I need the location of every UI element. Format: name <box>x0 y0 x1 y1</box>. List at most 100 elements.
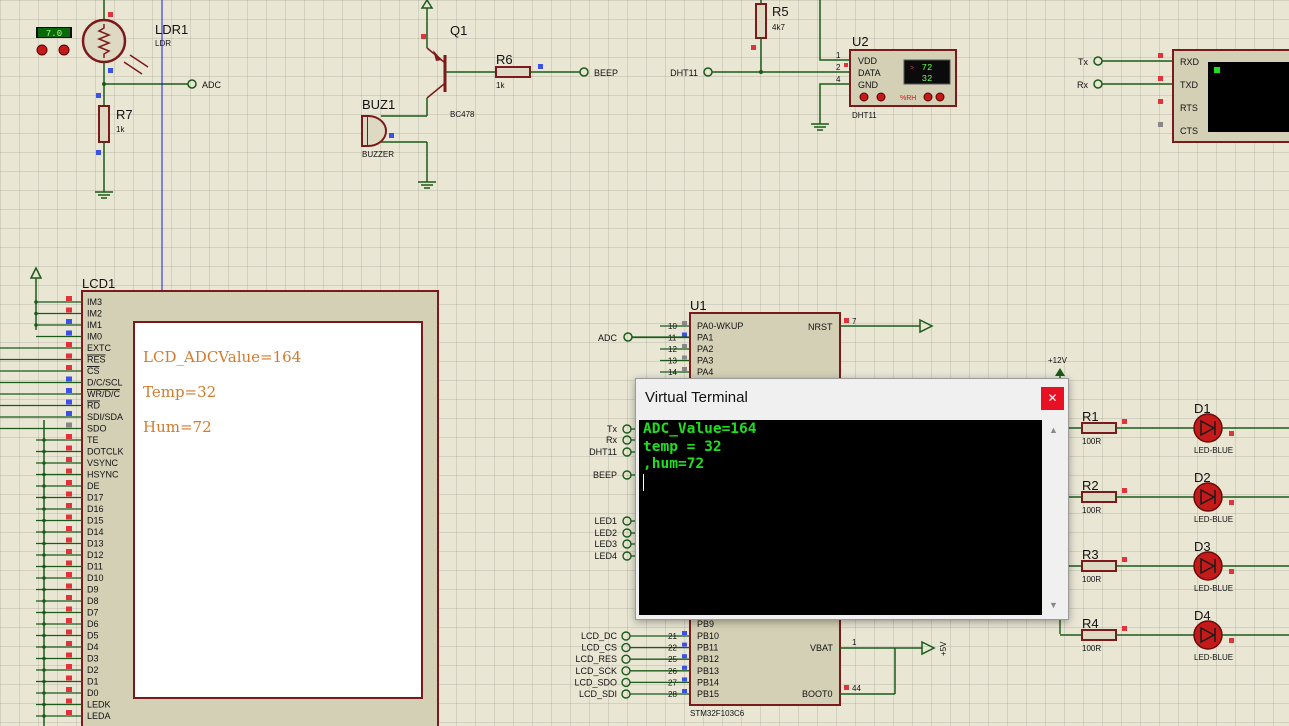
r5-resistor[interactable]: R5 4k7 <box>755 3 789 39</box>
svg-text:%RH: %RH <box>900 95 916 102</box>
lcd-net-label: LCD_SDO <box>574 677 617 687</box>
lcd-pin-label: D3 <box>87 654 99 664</box>
u1-pin-num: 10 <box>668 322 677 331</box>
svg-text:4k7: 4k7 <box>772 23 785 32</box>
svg-text:44: 44 <box>852 684 861 693</box>
lcd-pin-label: DE <box>87 481 100 491</box>
svg-text:1k: 1k <box>496 81 505 90</box>
lcd-pin-label: LEDK <box>87 700 111 710</box>
svg-text:RXD: RXD <box>1180 57 1200 67</box>
svg-text:7.0: 7.0 <box>46 29 62 39</box>
lcd-net-label: LCD_SCK <box>575 666 617 676</box>
u1-pin-num: 21 <box>668 632 677 641</box>
led-ref: D4 <box>1194 608 1211 623</box>
lcd-pin-label: IM1 <box>87 320 102 330</box>
u1-pin-num: 25 <box>668 655 677 664</box>
lcd-pin-label: D4 <box>87 642 99 652</box>
svg-text:R6: R6 <box>496 52 513 67</box>
serial-terminal-component[interactable]: RXD TXD RTS CTS <box>1158 49 1289 143</box>
svg-text:4: 4 <box>836 75 841 84</box>
led-diode[interactable] <box>1193 620 1223 650</box>
led-resistor[interactable] <box>1081 422 1117 434</box>
close-button[interactable]: ✕ <box>1041 387 1064 410</box>
u1-pin-name: PA2 <box>697 344 713 354</box>
lcd-pin-label: D14 <box>87 527 104 537</box>
lcd-pin-label: D13 <box>87 539 104 549</box>
svg-text:72: 72 <box>922 63 933 73</box>
led-diode[interactable] <box>1193 413 1223 443</box>
svg-text:7: 7 <box>852 317 857 326</box>
svg-text:LDR: LDR <box>155 39 171 48</box>
led-value: LED-BLUE <box>1194 653 1233 662</box>
lcd-pin-label: VSYNC <box>87 458 119 468</box>
svg-text:PB9: PB9 <box>697 619 714 629</box>
net-label: LED3 <box>594 539 617 549</box>
lcd-pin-label: D10 <box>87 573 104 583</box>
vertical-scrollbar[interactable]: ▲ ▼ <box>1043 420 1064 615</box>
svg-text:1: 1 <box>852 638 857 647</box>
resistor-ref: R4 <box>1082 616 1099 631</box>
q1-transistor[interactable]: Q1 BC478 <box>426 23 475 119</box>
terminal-line-1: ADC_Value=164 <box>643 421 757 437</box>
net-label: Rx <box>606 435 617 445</box>
u2-dht11-sensor[interactable]: 1 2 4 VDD DATA GND > 72 32 %RH U2 DHT11 <box>836 34 957 120</box>
led-ref: D1 <box>1194 401 1211 416</box>
lcd-pin-label: D7 <box>87 608 99 618</box>
svg-text:ADC: ADC <box>598 333 618 343</box>
lcd-pin-label: D11 <box>87 562 103 572</box>
resistor-ref: R3 <box>1082 547 1099 562</box>
buz1-buzzer[interactable]: BUZ1 BUZZER <box>361 97 395 159</box>
svg-text:>: > <box>910 65 914 72</box>
r6-resistor[interactable]: R6 1k <box>495 52 531 90</box>
svg-text:2: 2 <box>836 63 841 72</box>
led-value: LED-BLUE <box>1194 515 1233 524</box>
lcd-pin-label: IM3 <box>87 297 102 307</box>
svg-text:LDR1: LDR1 <box>155 22 188 37</box>
resistor-ref: R1 <box>1082 409 1099 424</box>
r7-resistor[interactable]: R7 1k <box>98 105 133 143</box>
lcd-pin-label: TE <box>87 435 99 445</box>
lcd-pin-label: D15 <box>87 516 104 526</box>
lcd-pin-label: D1 <box>87 677 99 687</box>
ldr1-sensor[interactable]: LDR1 LDR <box>81 0 188 75</box>
lcd-pin-label: WR/D/C <box>87 389 120 399</box>
scroll-up-icon[interactable]: ▲ <box>1049 425 1058 435</box>
scroll-down-icon[interactable]: ▼ <box>1049 600 1058 610</box>
resistor-value: 100R <box>1082 437 1101 446</box>
lcd-pin-label: D2 <box>87 665 99 675</box>
lcd-pin-label: D/C/SCL <box>87 378 123 388</box>
lcd-pin-label: D8 <box>87 596 99 606</box>
svg-text:BUZ1: BUZ1 <box>362 97 395 112</box>
net-label: BEEP <box>593 470 617 480</box>
lcd-pin-label: D12 <box>87 550 104 560</box>
terminal-screen[interactable]: ADC_Value=164 temp = 32 ,hum=72 <box>639 420 1042 615</box>
led-resistor[interactable] <box>1081 560 1117 572</box>
resistor-value: 100R <box>1082 575 1101 584</box>
u1-pin-num: 13 <box>668 357 677 366</box>
u1-pin-name: PA3 <box>697 356 713 366</box>
svg-text:+5V: +5V <box>939 641 948 656</box>
u1-pin-name: PB14 <box>697 677 719 687</box>
led-resistor[interactable] <box>1081 629 1117 641</box>
led-resistor[interactable] <box>1081 491 1117 503</box>
ldr-voltmeter[interactable]: 7.0 <box>36 27 72 56</box>
led-diode[interactable] <box>1193 551 1223 581</box>
svg-text:U1: U1 <box>690 298 707 313</box>
led-value: LED-BLUE <box>1194 446 1233 455</box>
lcd-pin-label: DOTCLK <box>87 447 124 457</box>
resistor-value: 100R <box>1082 644 1101 653</box>
svg-text:TXD: TXD <box>1180 80 1199 90</box>
virtual-terminal-window[interactable]: Virtual Terminal ✕ ADC_Value=164 temp = … <box>635 378 1069 620</box>
led-diode[interactable] <box>1193 482 1223 512</box>
lcd-pin-label: LEDA <box>87 711 111 721</box>
svg-text:Tx: Tx <box>1078 57 1088 67</box>
lcd1-display[interactable]: LCD1 <box>81 276 439 726</box>
svg-text:DHT11: DHT11 <box>670 68 698 78</box>
svg-text:DATA: DATA <box>858 68 881 78</box>
terminal-line-2: temp = 32 <box>643 438 722 455</box>
svg-text:+12V: +12V <box>1048 356 1068 365</box>
u1-pin-name: PB15 <box>697 689 719 699</box>
terminal-line-3: ,hum=72 <box>643 456 705 472</box>
resistor-ref: R2 <box>1082 478 1099 493</box>
